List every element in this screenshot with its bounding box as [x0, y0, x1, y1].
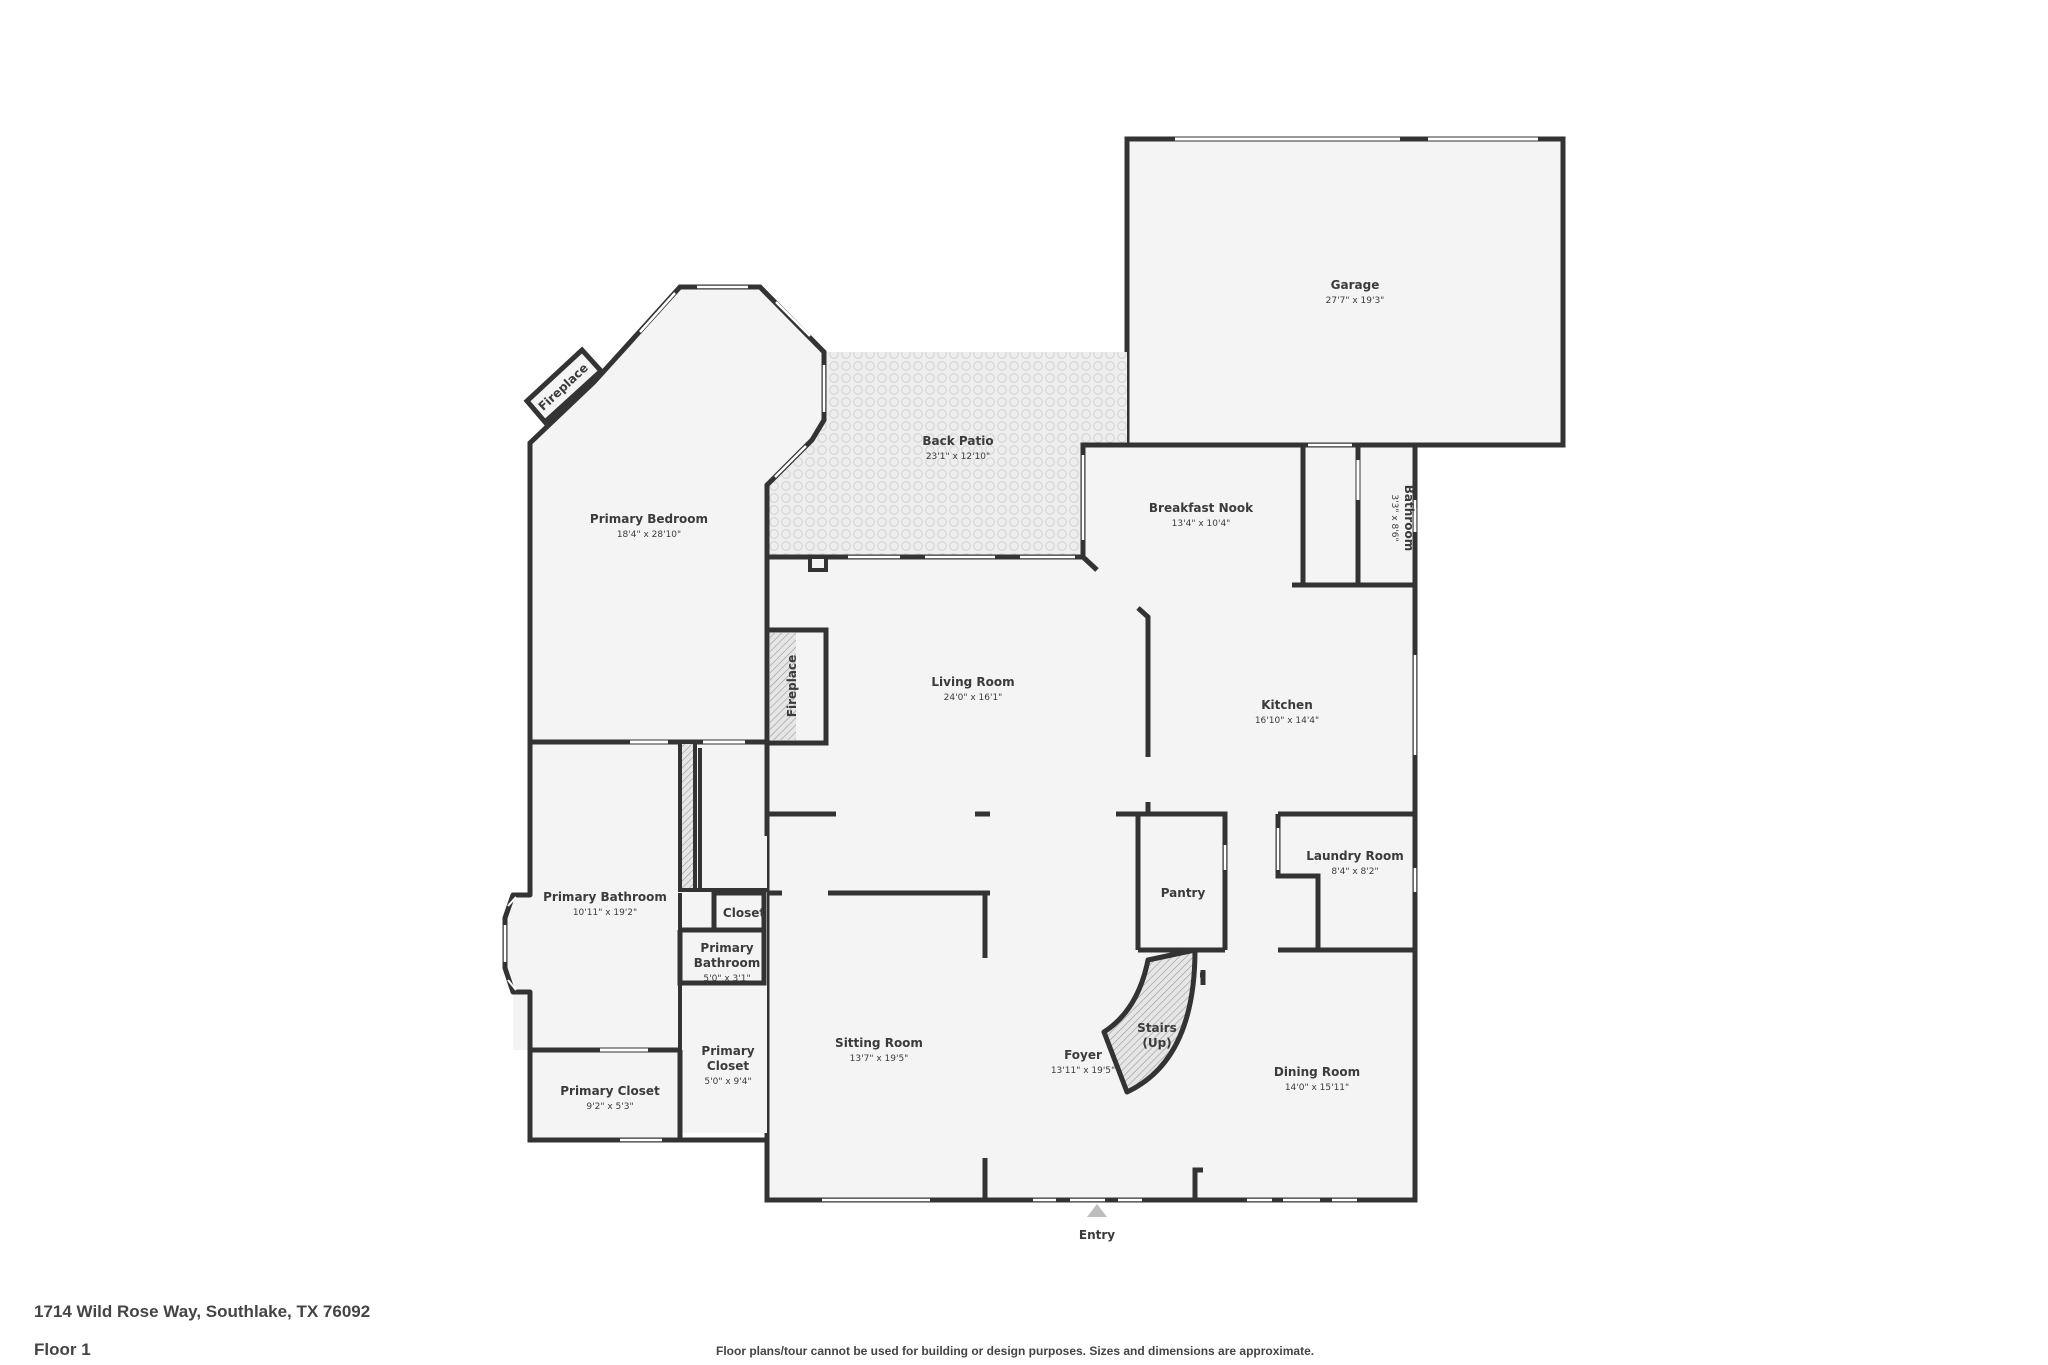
foyer-label: Foyer: [1064, 1048, 1102, 1062]
stairs: [1101, 947, 1198, 1095]
primary-bathroom-small-dim: 5'0" x 3'1": [703, 974, 750, 984]
chimney-block: [808, 555, 828, 572]
breakfast-nook-dim: 13'4" x 10'4": [1172, 519, 1231, 529]
sitting-room-dim: 13'7" x 19'5": [850, 1054, 909, 1064]
west-wing: [502, 739, 782, 1143]
fireplace-living: [764, 627, 829, 746]
back-patio-label: Back Patio: [922, 434, 993, 448]
laundry-room-label: Laundry Room: [1306, 849, 1404, 863]
closet-label: Closet: [723, 906, 765, 920]
living-room-label: Living Room: [931, 675, 1014, 689]
entry-marker: [1087, 1204, 1107, 1217]
primary-bathroom-dim: 10'11" x 19'2": [573, 908, 637, 918]
sitting-room-label: Sitting Room: [835, 1036, 923, 1050]
living-room-dim: 24'0" x 16'1": [944, 693, 1003, 703]
primary-closet-small-label-1: Primary: [701, 1044, 754, 1058]
kitchen-dim: 16'10" x 14'4": [1255, 716, 1319, 726]
address-text: 1714 Wild Rose Way, Southlake, TX 76092: [34, 1302, 371, 1321]
primary-closet-label: Primary Closet: [560, 1084, 660, 1098]
bathroom-label: Bathroom: [1402, 485, 1416, 551]
primary-closet-dim: 9'2" x 5'3": [586, 1102, 633, 1112]
kitchen-label: Kitchen: [1261, 698, 1313, 712]
breakfast-nook-label: Breakfast Nook: [1149, 501, 1254, 515]
interior-walls: [767, 445, 1415, 1200]
dining-room-dim: 14'0" x 15'11": [1285, 1083, 1349, 1093]
laundry-room-dim: 8'4" x 8'2": [1331, 867, 1378, 877]
garage-dim: 27'7" x 19'3": [1326, 296, 1385, 306]
primary-bathroom-small-label-2: Bathroom: [694, 956, 760, 970]
back-patio-area: [767, 352, 1127, 557]
entry-label: Entry: [1079, 1228, 1115, 1242]
stairs-label-2: (Up): [1142, 1036, 1171, 1050]
fireplace-bedroom: [523, 346, 605, 426]
primary-bathroom-label: Primary Bathroom: [543, 890, 667, 904]
floor-label: Floor 1: [34, 1340, 91, 1359]
dining-room-label: Dining Room: [1274, 1065, 1360, 1079]
back-patio-dim: 23'1" x 12'10": [926, 452, 990, 462]
primary-bedroom-dim: 18'4" x 28'10": [617, 530, 681, 540]
fireplace-living-label: Fireplace: [785, 655, 799, 717]
stairs-label-1: Stairs: [1137, 1021, 1177, 1035]
primary-bedroom-room: [523, 284, 827, 742]
disclaimer-text: Floor plans/tour cannot be used for buil…: [716, 1344, 1315, 1358]
garage-room: [1124, 136, 1566, 448]
bathroom-dim: 3'3" x 8'6": [1389, 494, 1399, 541]
garage-label: Garage: [1331, 278, 1380, 292]
primary-closet-small-dim: 5'0" x 9'4": [704, 1077, 751, 1087]
foyer-dim: 13'11" x 19'5": [1051, 1066, 1115, 1076]
primary-bathroom-small-label-1: Primary: [700, 941, 753, 955]
pantry-label: Pantry: [1161, 886, 1206, 900]
primary-closet-small-label-2: Closet: [707, 1059, 749, 1073]
room-labels: Garage 27'7" x 19'3" Back Patio 23'1" x …: [536, 278, 1416, 1112]
primary-bedroom-label: Primary Bedroom: [590, 512, 708, 526]
